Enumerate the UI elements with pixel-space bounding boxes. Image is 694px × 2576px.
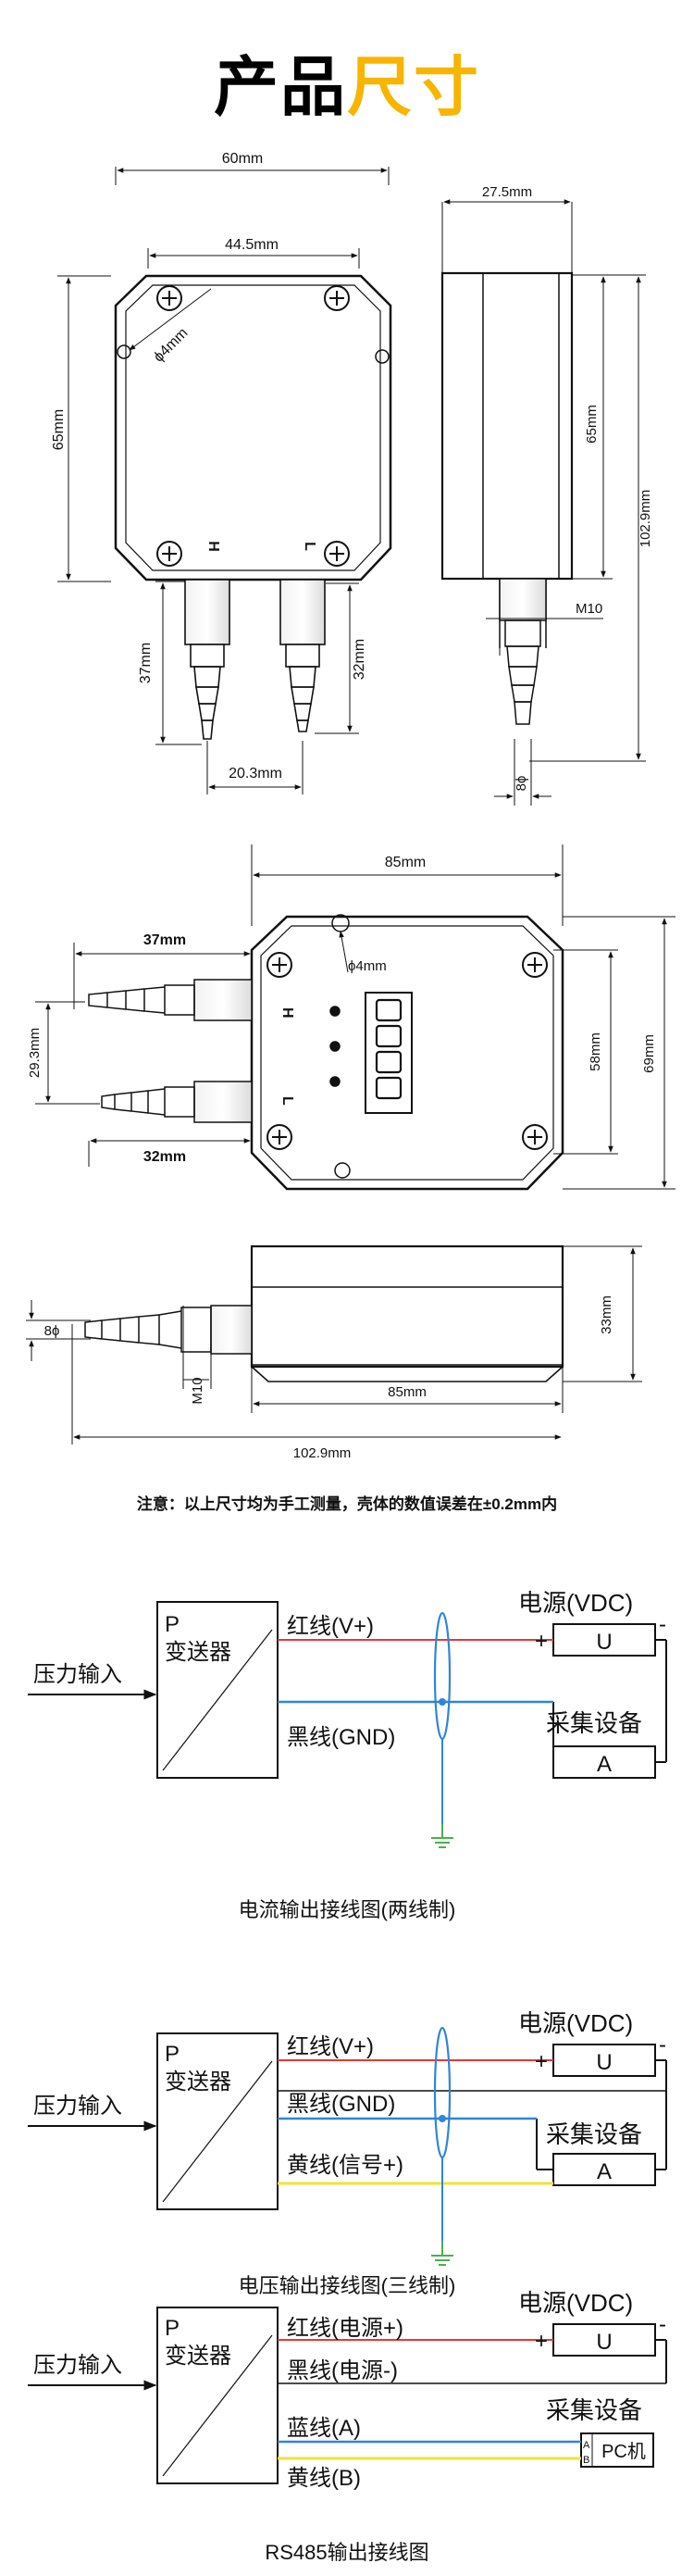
wire-red-label-3: 红线(电源+)	[287, 2316, 403, 2341]
minus-sign-3: -	[659, 2312, 666, 2337]
title-part1: 产品	[214, 51, 347, 123]
side-elevation-drawing	[26, 1244, 642, 1444]
top-view-labels: 85mm 37mm 32mm 29.3mm ϕ4mm H L 58mm 69mm	[27, 855, 657, 1165]
caption-voltage: 电压输出接线图(三线制)	[239, 2274, 456, 2297]
dim-height-33: 33mm	[599, 1295, 614, 1334]
power-box-u-3: U	[596, 2330, 612, 2355]
dim-width-44: 44.5mm	[225, 237, 279, 253]
pin-b-label: B	[583, 2455, 589, 2466]
page-title: 产品尺寸	[0, 35, 694, 129]
measurement-note: 注意：以上尺寸均为手工测量，壳体的数值误差在±0.2mm内	[137, 1494, 557, 1513]
collector-label: 采集设备	[546, 1709, 642, 1737]
pressure-input-label-2: 压力输入	[33, 2094, 122, 2119]
dim-port-spacing-b: 29.3mm	[27, 1028, 43, 1078]
dim-port-32-b: 32mm	[143, 1149, 186, 1165]
dim-total-102: 102.9mm	[293, 1445, 352, 1461]
wiring-diagram-rs485: 压力输入 P 变送器 红线(电源+) 黑线(电源-) 蓝线(A) 黄线(B) 电…	[28, 2289, 667, 2564]
power-label-3: 电源(VDC)	[518, 2289, 633, 2317]
wire-yellow-label-3: 黄线(B)	[287, 2466, 361, 2491]
label-h: H	[205, 541, 221, 552]
dim-height-69: 69mm	[641, 1034, 657, 1073]
dim-thread-m10-b: M10	[190, 1377, 205, 1404]
dim-height-65: 65mm	[51, 409, 67, 450]
side-elevation-labels: 8ϕ M10 85mm 33mm 102.9mm	[44, 1295, 614, 1461]
wire-black-label: 黑线(GND)	[287, 1725, 395, 1750]
collector-box-a: A	[597, 1752, 612, 1777]
label-h-b: H	[279, 1007, 295, 1019]
dim-tube-8-b: 8ϕ	[44, 1323, 60, 1339]
dim-total-height: 102.9mm	[638, 490, 653, 548]
dim-port-37: 37mm	[138, 643, 154, 683]
plus-sign-3: +	[535, 2329, 548, 2354]
minus-sign: -	[659, 1612, 666, 1637]
dim-body-85: 85mm	[388, 1384, 427, 1400]
power-box-u: U	[596, 1630, 612, 1655]
dim-thread-m10: M10	[576, 601, 602, 617]
caption-rs485: RS485输出接线图	[265, 2541, 428, 2564]
dim-height-58: 58mm	[588, 1032, 603, 1071]
power-box-u-2: U	[596, 2050, 612, 2075]
power-label-2: 电源(VDC)	[518, 2009, 633, 2037]
dim-port-37-b: 37mm	[143, 932, 186, 948]
pressure-input-label: 压力输入	[33, 1662, 122, 1687]
device-p-label: P	[165, 1612, 180, 1637]
dim-width-85: 85mm	[385, 855, 426, 870]
dim-port-32: 32mm	[352, 639, 367, 680]
wire-black-label-3: 黑线(电源-)	[287, 2358, 398, 2383]
plus-sign-2: +	[535, 2049, 548, 2074]
plus-sign: +	[535, 1629, 548, 1654]
side-view-drawing	[440, 199, 646, 806]
wire-black-label-2: 黑线(GND)	[287, 2092, 395, 2117]
label-l: L	[302, 542, 317, 551]
collector-box-a-2: A	[597, 2159, 612, 2184]
device-name-label: 变送器	[165, 1640, 231, 1665]
title-part2: 尺寸	[347, 51, 480, 123]
dim-width-60: 60mm	[222, 151, 263, 167]
dim-hole-phi4-b: ϕ4mm	[348, 958, 387, 974]
wire-red-label: 红线(V+)	[287, 1614, 374, 1639]
wiring-diagram-current: 压力输入 P 变送器 红线(V+) 黑线(GND) 电源(VDC) + - U …	[28, 1589, 667, 1921]
front-view-labels: 60mm 44.5mm 65mm ϕ4mm H L 37mm 32mm 20.3…	[51, 151, 367, 782]
device-p-label-2: P	[165, 2042, 180, 2067]
dim-side-height-65: 65mm	[584, 405, 600, 444]
side-view-labels: 27.5mm 65mm 102.9mm M10 8ϕ	[482, 184, 653, 791]
pin-a-label: A	[583, 2440, 590, 2451]
wiring-diagram-voltage: 压力输入 P 变送器 红线(V+) 黑线(GND) 黄线(信号+) 电源(VDC…	[28, 2009, 667, 2297]
collector-label-3: 采集设备	[546, 2396, 642, 2424]
device-p-label-3: P	[165, 2316, 180, 2341]
dim-depth-27: 27.5mm	[482, 184, 532, 200]
front-view-drawing	[57, 167, 392, 794]
wire-yellow-label-2: 黄线(信号+)	[287, 2153, 403, 2178]
wire-blue-label-3: 蓝线(A)	[287, 2416, 361, 2441]
collector-label-2: 采集设备	[546, 2120, 642, 2148]
pressure-input-label-3: 压力输入	[33, 2353, 122, 2378]
device-name-label-2: 变送器	[165, 2070, 231, 2095]
top-view-drawing	[35, 844, 675, 1191]
pc-box-label: PC机	[601, 2441, 646, 2462]
minus-sign-2: -	[659, 2032, 666, 2057]
dim-tube-8: 8ϕ	[514, 776, 529, 792]
label-l-b: L	[279, 1096, 295, 1106]
dim-port-spacing: 20.3mm	[229, 766, 282, 782]
power-label: 电源(VDC)	[518, 1589, 633, 1617]
device-name-label-3: 变送器	[165, 2344, 231, 2369]
caption-current: 电流输出接线图(两线制)	[239, 1898, 456, 1921]
wire-red-label-2: 红线(V+)	[287, 2034, 374, 2059]
